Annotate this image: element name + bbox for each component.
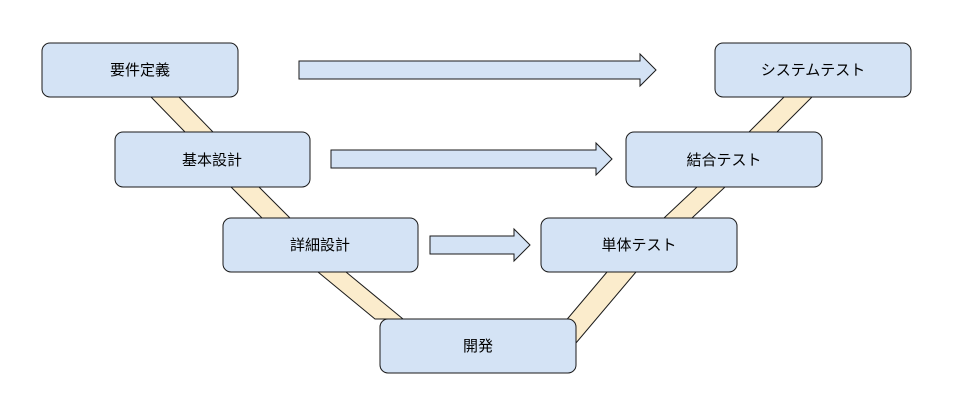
node-integration-test-label: 結合テスト bbox=[686, 151, 761, 169]
node-system-test: システムテスト bbox=[714, 42, 912, 98]
connector-integration-test-system-test bbox=[747, 96, 814, 133]
connector-requirements-basic-design bbox=[149, 96, 215, 133]
node-requirements: 要件定義 bbox=[41, 42, 239, 98]
node-detailed-design: 詳細設計 bbox=[222, 217, 419, 273]
connector-unit-test-integration-test bbox=[662, 186, 727, 219]
node-basic-design-label: 基本設計 bbox=[182, 151, 242, 169]
arrow-requirements-to-system-test bbox=[298, 52, 657, 88]
node-system-test-label: システムテスト bbox=[761, 61, 866, 79]
connector-detailed-design-development bbox=[316, 271, 405, 320]
node-unit-test: 単体テスト bbox=[540, 217, 738, 273]
connector-basic-design-detailed-design bbox=[229, 186, 292, 219]
node-basic-design: 基本設計 bbox=[114, 131, 311, 188]
node-detailed-design-label: 詳細設計 bbox=[290, 236, 350, 254]
node-development: 開発 bbox=[379, 318, 577, 374]
arrow-basic-design-to-integration-test bbox=[330, 141, 613, 177]
node-integration-test: 結合テスト bbox=[625, 131, 823, 188]
node-unit-test-label: 単体テスト bbox=[601, 236, 676, 254]
node-requirements-label: 要件定義 bbox=[110, 61, 170, 79]
arrow-detailed-design-to-unit-test bbox=[429, 227, 531, 263]
node-development-label: 開発 bbox=[463, 337, 493, 355]
